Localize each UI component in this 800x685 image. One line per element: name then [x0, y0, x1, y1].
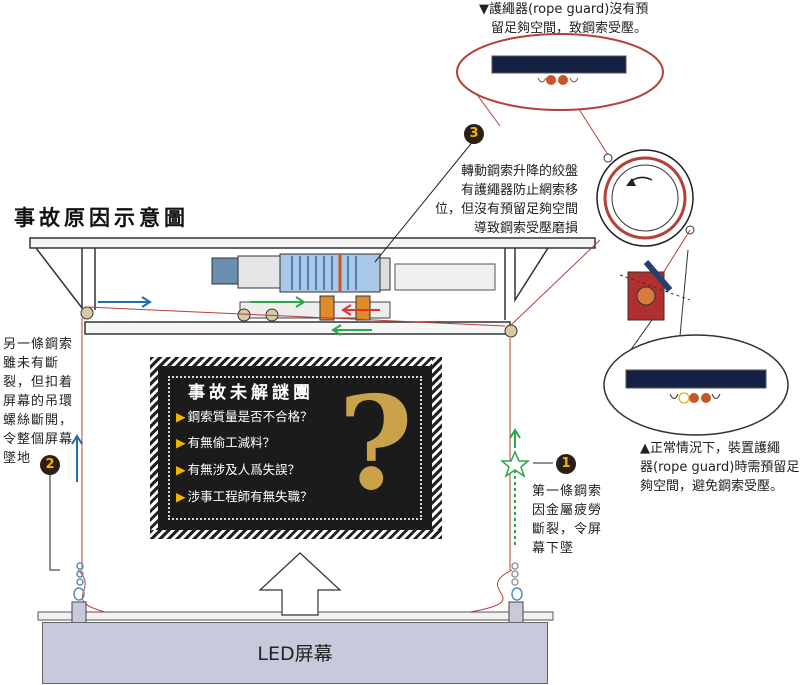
mystery-question: ▶有無偷工減料？: [176, 435, 276, 450]
callout-1-number: 1: [556, 454, 576, 474]
hook-chains: [73, 562, 523, 601]
mystery-title: 事故未解謎團: [188, 383, 314, 403]
mystery-question-text: 涉事工程師有無失職？: [187, 489, 313, 504]
panel-hatch-right: [432, 357, 442, 539]
mystery-question: ▶有無涉及人爲失誤？: [176, 462, 301, 477]
mystery-question: ▶鋼索質量是否不合格？: [176, 409, 313, 424]
callout-2-line: 螺絲斷開，: [3, 413, 74, 428]
callout-2-line: 令整個屏幕: [3, 432, 74, 447]
bottom-magnifier: [603, 334, 789, 436]
led-screen-label: LED屏幕: [257, 643, 333, 665]
callout-2-line: 裂，但扣着: [3, 375, 74, 390]
panel-hatch-top: [150, 357, 442, 366]
bottom-note: ▲正常情況下，裝置護繩 器(rope guard)時需預留足 夠空間，避免鋼索受…: [640, 439, 799, 496]
callout-2-line: 墜地: [3, 451, 32, 466]
callout-1-line: 因金屬疲勞: [532, 503, 603, 518]
led-screen: LED屏幕: [42, 622, 548, 684]
callout-3-line: 導致鋼索受壓磨損: [473, 221, 578, 236]
top-magnifier: [456, 33, 664, 159]
callout-2-number: 2: [40, 455, 60, 475]
callout-2-text: 另一條鋼索 雖未有斷 裂，但扣着 屏幕的吊環 螺絲斷開， 令整個屏幕 墜地: [3, 335, 73, 468]
callout-2-line: 另一條鋼索: [3, 337, 74, 352]
cables: [77, 239, 601, 613]
cable-assembly: [239, 295, 391, 321]
mystery-question-text: 有無涉及人爲失誤？: [187, 462, 301, 477]
mystery-question: ▶涉事工程師有無失職？: [176, 489, 313, 504]
bottom-note-line: ▲正常情況下，裝置護繩: [640, 441, 780, 456]
motion-arrows: [71, 296, 521, 545]
pulleys: [80, 306, 518, 338]
callout-3-number: 3: [464, 124, 484, 144]
callout-3-line: 有護繩器防止網索移: [460, 183, 578, 198]
mystery-panel-bg: [158, 366, 432, 530]
winch-frame: [29, 237, 596, 335]
panel-hatch-bottom: [150, 530, 442, 539]
callout-3-text: 轉動鋼索升降的絞盤 有護繩器防止網索移 位，但沒有預留足夠空間 導致鋼索受壓磨損: [435, 162, 578, 238]
winch-drum: [596, 149, 695, 366]
diagram-title: 事故原因示意圖: [14, 206, 189, 230]
callout-1-line: 幕下墜: [532, 541, 575, 556]
mystery-panel: ? 事故未解謎團 ▶鋼索質量是否不合格？ ▶有無偷工減料？ ▶有無涉及人爲失誤？…: [158, 366, 432, 530]
callout-2-line: 雖未有斷: [3, 356, 60, 371]
question-mark: ?: [338, 369, 413, 519]
callout-leaders: [49, 139, 553, 571]
callout-1-text: 第一條鋼索 因金屬疲勞 斷裂，令屏 幕下墜: [532, 482, 602, 558]
callout-1-line: 第一條鋼索: [532, 484, 603, 499]
mystery-question-text: 鋼索質量是否不合格？: [187, 409, 313, 424]
callout-3-line: 轉動鋼索升降的絞盤: [460, 164, 578, 179]
top-note-line: 留足夠空間，致鋼索受壓。: [491, 21, 648, 36]
mystery-panel-border: [168, 376, 422, 520]
callout-1-line: 斷裂，令屏: [532, 522, 603, 537]
motor: [211, 253, 496, 293]
top-note-line: ▼護繩器(rope guard)沒有預: [479, 2, 649, 17]
callout-3-line: 位，但沒有預留足夠空間: [434, 202, 578, 217]
callout-2-line: 屏幕的吊環: [3, 394, 74, 409]
mystery-question-text: 有無偷工減料？: [187, 435, 276, 450]
panel-hatch-left: [150, 357, 158, 539]
bottom-note-line: 夠空間，避免鋼索受壓。: [640, 479, 784, 494]
top-note: ▼護繩器(rope guard)沒有預 留足夠空間，致鋼索受壓。: [479, 0, 648, 38]
screen-up-arrow: [258, 552, 342, 616]
cable-break-marker: [499, 450, 531, 478]
bottom-note-line: 器(rope guard)時需預留足: [640, 460, 800, 475]
